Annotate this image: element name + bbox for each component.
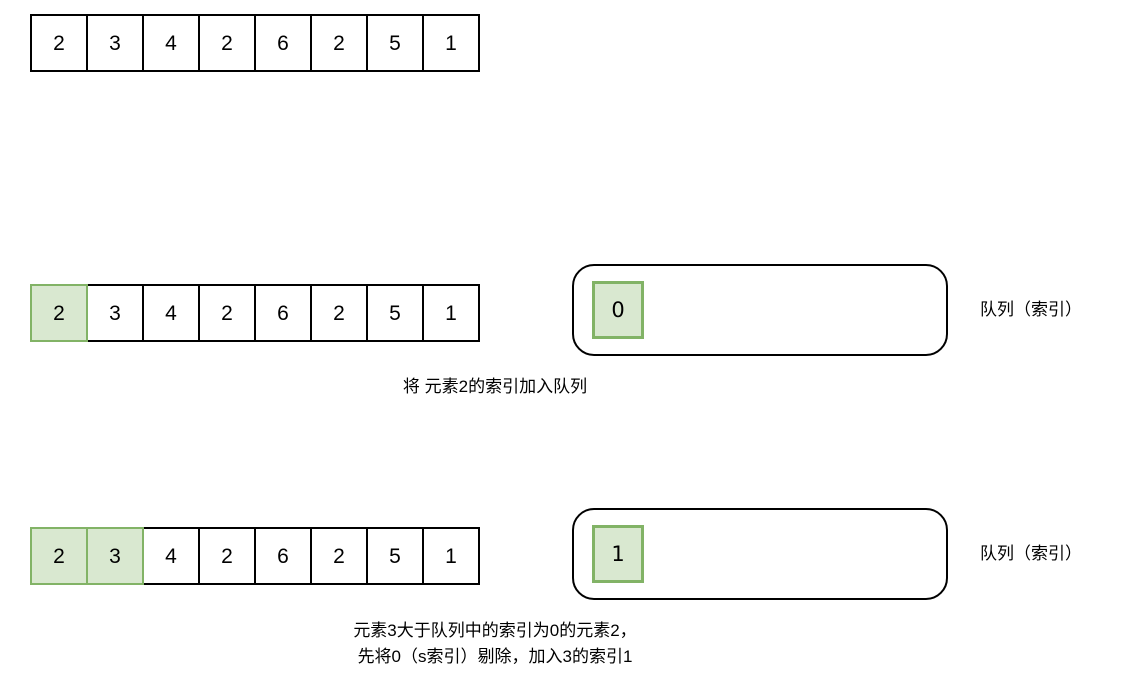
caption-step-pop-push: 元素3大于队列中的索引为0的元素2， 先将0（s索引）剔除，加入3的索引1 (0, 618, 990, 671)
queue-label-step-push: 队列（索引） (980, 300, 1082, 319)
array-cell: 2 (30, 14, 88, 72)
array-cell: 1 (422, 14, 480, 72)
queue-container-step-pop-push: 1 (572, 508, 948, 600)
array-cell: 1 (422, 284, 480, 342)
array-cell: 2 (310, 14, 368, 72)
array-cell: 2 (310, 527, 368, 585)
array-row-step-push: 2 3 4 2 6 2 5 1 (30, 284, 480, 342)
array-cell: 4 (142, 14, 200, 72)
array-cell: 6 (254, 284, 312, 342)
array-row-step-pop-push: 2 3 4 2 6 2 5 1 (30, 527, 480, 585)
queue-container-step-push: 0 (572, 264, 948, 356)
array-cell: 4 (142, 284, 200, 342)
queue-item: 1 (592, 525, 644, 583)
array-cell: 3 (86, 14, 144, 72)
array-cell: 6 (254, 527, 312, 585)
array-row-initial: 2 3 4 2 6 2 5 1 (30, 14, 480, 72)
array-cell: 5 (366, 284, 424, 342)
array-cell: 2 (198, 14, 256, 72)
array-cell-highlighted: 3 (86, 527, 144, 585)
array-cell-highlighted: 2 (30, 527, 88, 585)
array-cell: 5 (366, 527, 424, 585)
caption-line: 将 元素2的索引加入队列 (402, 377, 588, 396)
array-cell: 6 (254, 14, 312, 72)
queue-label-step-pop-push: 队列（索引） (980, 544, 1082, 563)
caption-line: 元素3大于队列中的索引为0的元素2， (353, 621, 637, 640)
array-cell: 2 (198, 527, 256, 585)
caption-step-push: 将 元素2的索引加入队列 (0, 374, 990, 400)
array-cell: 4 (142, 527, 200, 585)
array-cell-highlighted: 2 (30, 284, 88, 342)
queue-item: 0 (592, 281, 644, 339)
array-cell: 2 (198, 284, 256, 342)
array-cell: 3 (86, 284, 144, 342)
caption-line: 先将0（s索引）剔除，加入3的索引1 (357, 647, 633, 667)
array-cell: 2 (310, 284, 368, 342)
array-cell: 1 (422, 527, 480, 585)
array-cell: 5 (366, 14, 424, 72)
